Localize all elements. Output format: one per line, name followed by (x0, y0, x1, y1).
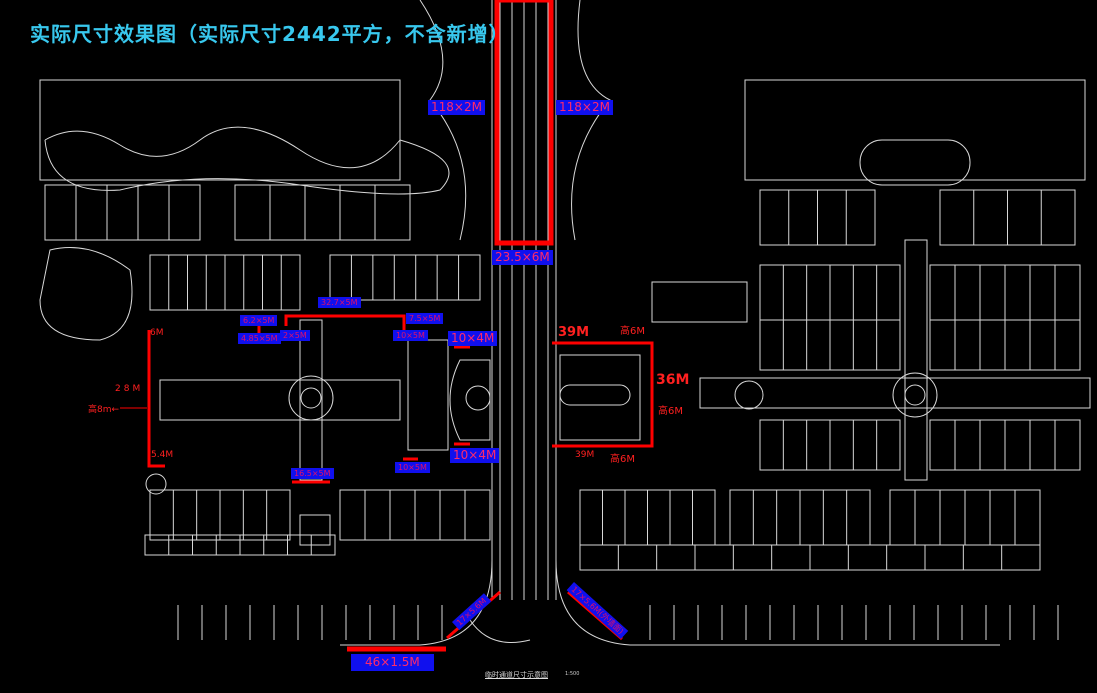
dimension-label: 10×4M (448, 331, 498, 346)
dimension-text: 39M (575, 450, 595, 460)
dimension-text: 28M (115, 384, 144, 394)
cad-line (744, 79, 1086, 181)
cad-line (340, 559, 493, 646)
cad-line (469, 619, 531, 643)
dimension-text: 39M (558, 325, 590, 340)
dimension-text: 高6M (620, 326, 645, 337)
cad-line (699, 377, 1091, 409)
cad-line (555, 559, 1000, 646)
cad-line (329, 254, 481, 301)
dimension-label: 118×2M (428, 100, 485, 115)
cad-line (145, 473, 167, 495)
cad-line (234, 184, 411, 241)
cad-line (559, 384, 631, 406)
cad-line (299, 319, 323, 481)
cad-line (651, 281, 748, 323)
dimension-text: 高8m← (88, 405, 120, 415)
cad-line (904, 239, 928, 481)
page-title: 实际尺寸效果图（实际尺寸2442平方，不含新增） (30, 22, 510, 46)
dimension-label: 4.85×5M (238, 333, 281, 344)
drawing-caption: 临时通道尺寸示意图 (485, 671, 548, 679)
dimension-label: 23.5×6M (492, 250, 553, 265)
cad-line (300, 387, 322, 409)
dimension-label: 2×5M (280, 330, 310, 341)
dimension-label: 10×5M (393, 330, 428, 341)
dimension-text: 36M (656, 372, 690, 388)
cad-line (449, 359, 491, 441)
right-wall-highlight (552, 341, 654, 448)
dimension-label: 7.5×5M (406, 313, 444, 324)
cad-line (39, 247, 133, 341)
cad-line (734, 380, 764, 410)
dimension-label: 46×1.5M (351, 654, 434, 671)
cad-line (39, 79, 401, 181)
dimension-text: 6M (150, 328, 164, 338)
dimension-label: 16.5×5M (291, 468, 334, 479)
dimension-label: 118×2M (556, 100, 613, 115)
top-wall-highlight (284, 314, 406, 330)
cad-line (159, 379, 401, 421)
dimension-label: 10×4M (450, 448, 500, 463)
cad-line (571, 0, 611, 241)
cad-line (407, 339, 449, 451)
dimension-label: 32.7×5M (318, 297, 361, 308)
cad-line (299, 514, 331, 546)
dimension-label: 10×5M (395, 462, 430, 473)
left-wall-highlight (147, 330, 165, 468)
dimension-text: 5.4M (151, 450, 174, 460)
cad-line (892, 372, 938, 418)
cad-line (288, 375, 334, 421)
dimension-text: 高6M (658, 406, 683, 417)
cad-line (559, 354, 641, 441)
cad-line (44, 184, 201, 241)
cad-line (44, 126, 450, 195)
road-highlight (494, 0, 554, 246)
dimension-label: 6.2×5M (240, 315, 278, 326)
dimension-text: 高6M (610, 454, 635, 465)
cad-line (904, 384, 926, 406)
cad-line (859, 139, 971, 186)
cad-line (465, 385, 491, 411)
drawing-scale: 1:500 (565, 671, 580, 677)
